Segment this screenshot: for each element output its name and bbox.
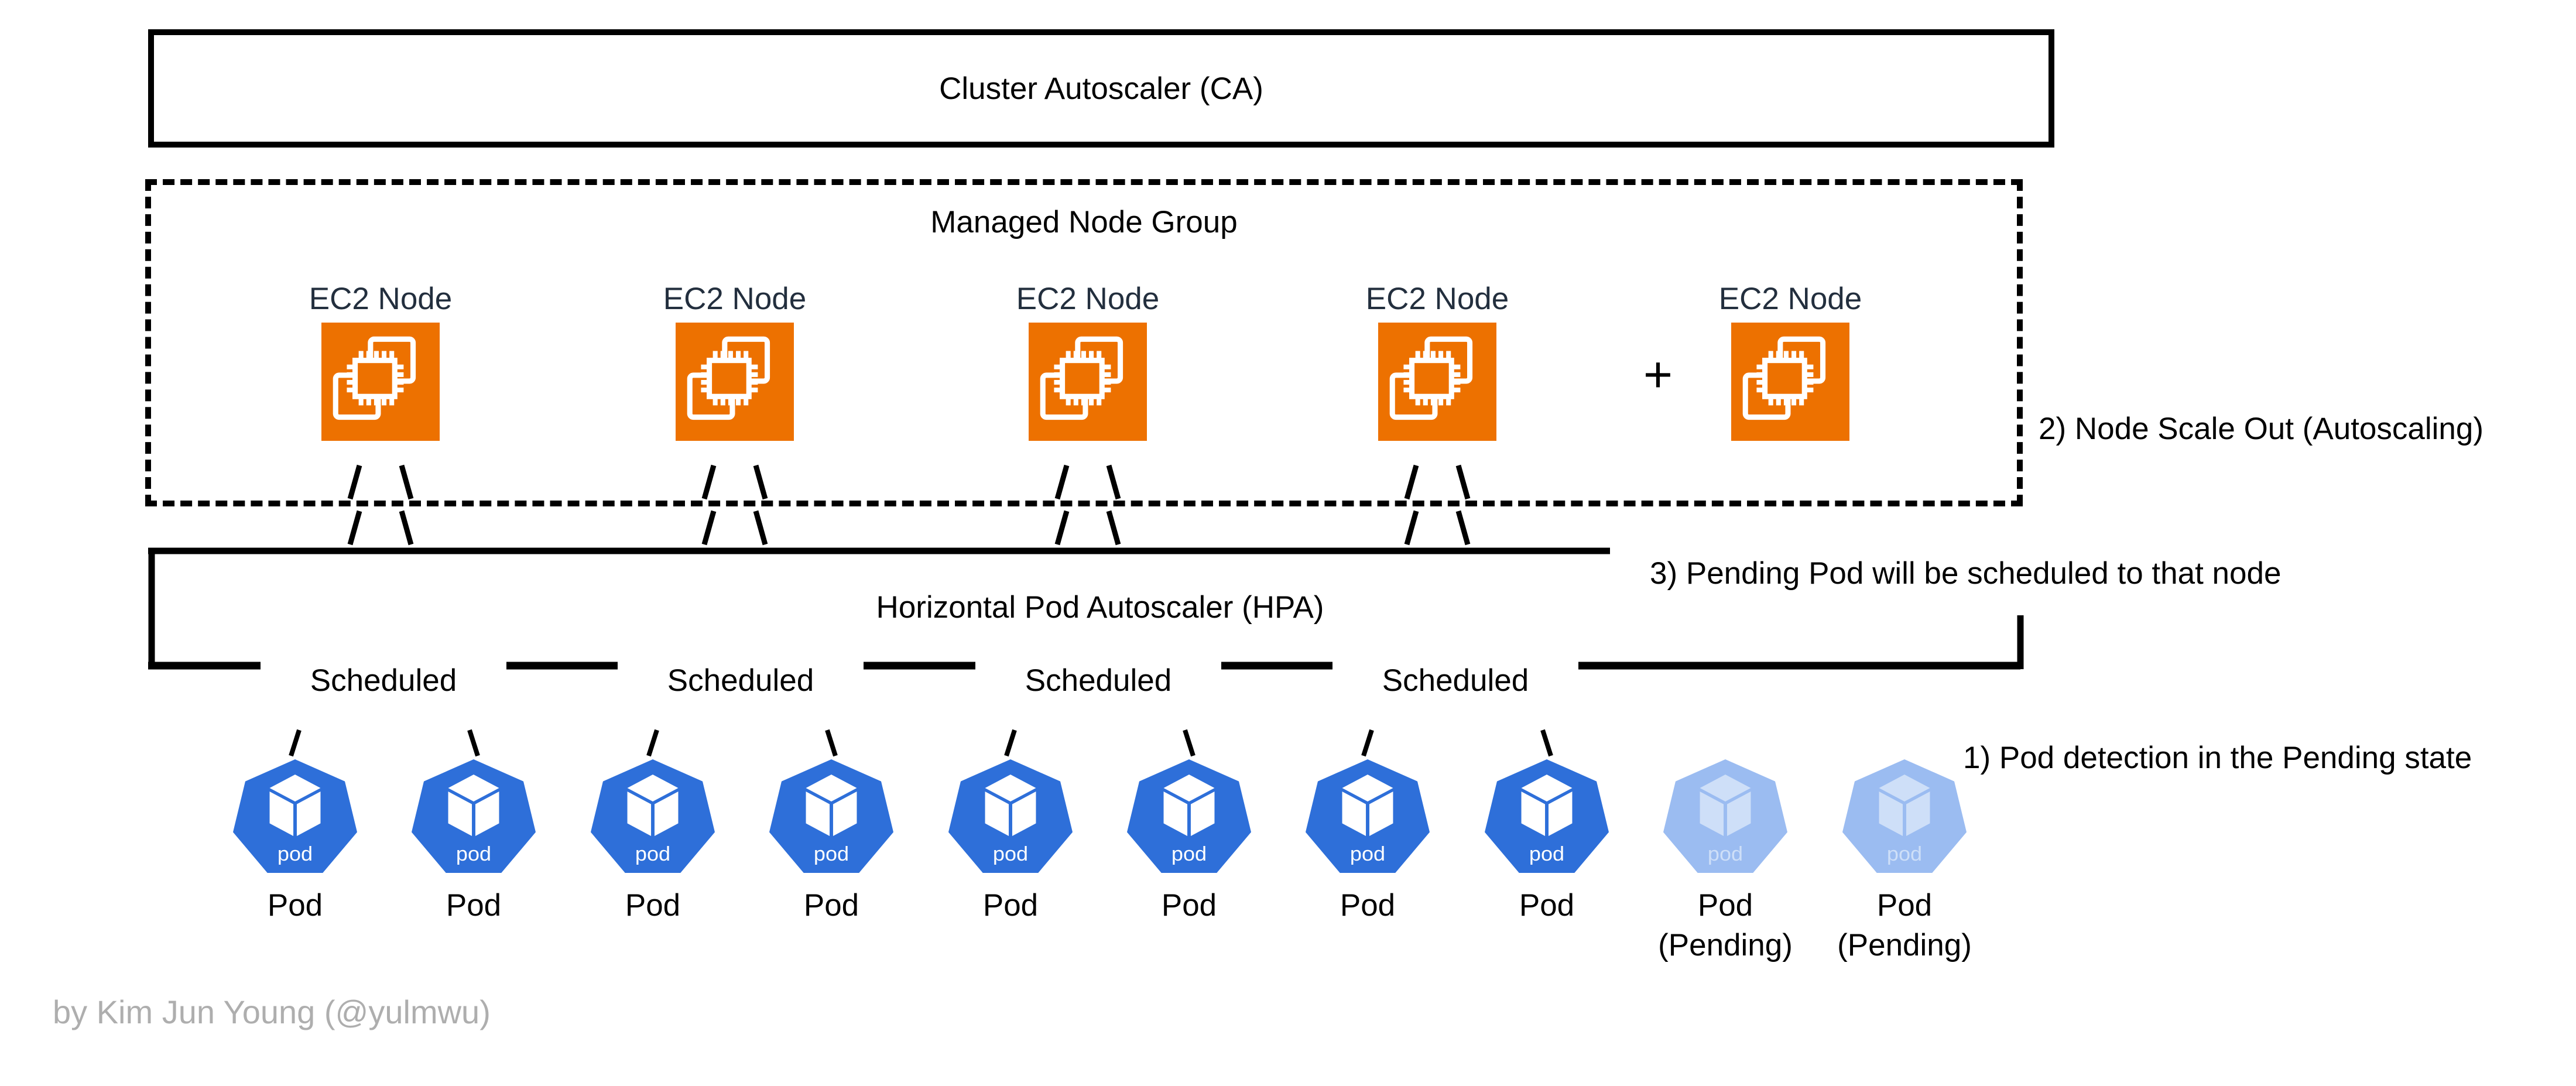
connector-line — [1455, 510, 1471, 546]
pod-icon-text: pod — [993, 843, 1028, 865]
pod-label: Pod (Pending) — [1805, 886, 2004, 965]
ec2-node-label: EC2 Node — [663, 282, 807, 316]
connector-line — [1183, 729, 1195, 757]
pod-icon-text: pod — [278, 843, 313, 865]
pod-icon-text: pod — [1887, 843, 1922, 865]
plus-sign: + — [1643, 347, 1673, 403]
scheduled-label: Scheduled — [310, 663, 457, 698]
annotation-step-1: 1) Pod detection in the Pending state — [1963, 741, 2472, 775]
kubernetes-pod-icon: pod — [1663, 759, 1787, 873]
ec2-instance-icon — [1731, 323, 1849, 441]
pod-label: Pod — [732, 886, 931, 926]
pod-label-text: Pod — [446, 888, 502, 923]
annotation-step-3: 3) Pending Pod will be scheduled to that… — [1650, 556, 2282, 591]
pod-icon-text: pod — [814, 843, 849, 865]
pod-label: Pod — [374, 886, 573, 926]
ec2-instance-icon — [676, 323, 794, 441]
scheduled-label: Scheduled — [667, 663, 814, 698]
pod-label-text: Pod — [982, 888, 1039, 923]
kubernetes-pod-icon: pod — [1485, 759, 1609, 873]
ec2-node-label: EC2 Node — [1718, 282, 1862, 316]
connector-line — [1540, 729, 1553, 757]
connector-line — [467, 729, 480, 757]
pod-label-text: Pod — [1340, 888, 1396, 923]
kubernetes-pod-icon: pod — [591, 759, 715, 873]
connector-line — [1054, 510, 1070, 546]
attribution-text: by Kim Jun Young (@yulmwu) — [53, 993, 491, 1030]
kubernetes-pod-icon: pod — [412, 759, 536, 873]
pod-icon-text: pod — [1708, 843, 1743, 865]
pod-label-text: Pod — [625, 888, 681, 923]
ec2-instance-icon — [1029, 323, 1147, 441]
kubernetes-pod-icon: pod — [948, 759, 1073, 873]
connector-line — [289, 729, 302, 757]
pod-label: Pod — [553, 886, 752, 926]
ec2-node-label: EC2 Node — [1365, 282, 1509, 316]
connector-line — [701, 510, 717, 546]
ec2-instance-icon — [1378, 323, 1496, 441]
pod-icon-text: pod — [1529, 843, 1564, 865]
connector-line — [1004, 729, 1017, 757]
pod-label: Pod — [1090, 886, 1289, 926]
connector-line — [1361, 729, 1374, 757]
pod-label: Pod — [1447, 886, 1646, 926]
pod-label: Pod — [911, 886, 1110, 926]
ec2-instance-icon — [321, 323, 440, 441]
kubernetes-pod-icon: pod — [1127, 759, 1251, 873]
connector-line — [1404, 510, 1419, 546]
connector-line — [825, 729, 838, 757]
ec2-node-label: EC2 Node — [1016, 282, 1160, 316]
managed-node-group-label: Managed Node Group — [930, 205, 1238, 239]
pod-icon-text: pod — [635, 843, 670, 865]
pod-label-text: Pod — [803, 888, 859, 923]
pod-label-text: Pod — [1161, 888, 1217, 923]
kubernetes-pod-icon: pod — [1842, 759, 1967, 873]
connector-line — [1106, 510, 1121, 546]
pod-label-text: Pod — [1519, 888, 1575, 923]
pod-label-text: Pod — [1697, 888, 1753, 923]
pod-label-text: Pod — [1876, 888, 1933, 923]
scheduled-label: Scheduled — [1382, 663, 1529, 698]
pod-pending-text: (Pending) — [1837, 928, 1972, 962]
pod-label: Pod (Pending) — [1626, 886, 1825, 965]
pod-icon-text: pod — [1350, 843, 1385, 865]
kubernetes-pod-icon: pod — [1306, 759, 1430, 873]
pod-icon-text: pod — [1171, 843, 1207, 865]
kubernetes-pod-icon: pod — [233, 759, 357, 873]
pod-label: Pod — [196, 886, 395, 926]
ec2-node-label: EC2 Node — [309, 282, 453, 316]
pod-label-text: Pod — [267, 888, 323, 923]
connector-line — [646, 729, 659, 757]
cluster-autoscaler-box: Cluster Autoscaler (CA) — [148, 29, 2054, 148]
connector-line — [347, 510, 362, 546]
pod-icon-text: pod — [456, 843, 491, 865]
managed-node-group-box: Managed Node Group — [145, 179, 2023, 506]
annotation-step-2: 2) Node Scale Out (Autoscaling) — [2039, 412, 2484, 446]
connector-line — [399, 510, 414, 546]
hpa-label: Horizontal Pod Autoscaler (HPA) — [876, 590, 1324, 625]
kubernetes-pod-icon: pod — [769, 759, 893, 873]
pod-label: Pod — [1268, 886, 1467, 926]
pod-pending-text: (Pending) — [1658, 928, 1793, 962]
connector-line — [753, 510, 768, 546]
scheduled-label: Scheduled — [1025, 663, 1172, 698]
cluster-autoscaler-label: Cluster Autoscaler (CA) — [939, 71, 1263, 106]
